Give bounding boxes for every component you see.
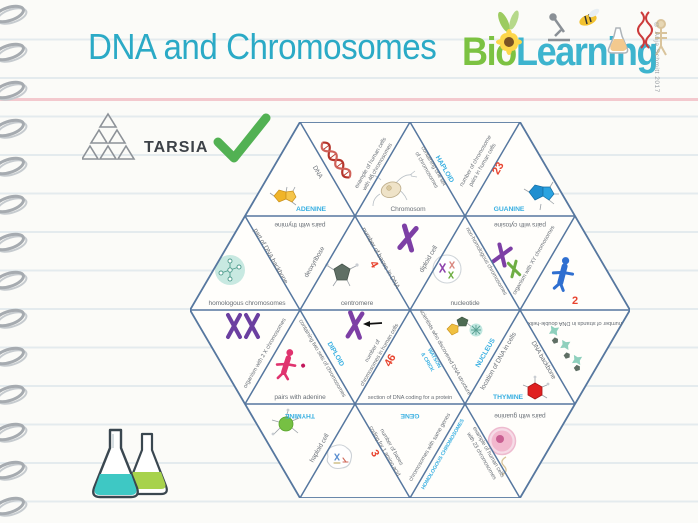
- tarsia-logo-icon: [80, 112, 136, 160]
- copyright-text: © Anja Schmitt 2017: [653, 22, 660, 93]
- tarsia-puzzle: DNA ADENINE example of human cells with …: [190, 122, 630, 498]
- checkmark-icon: [213, 113, 271, 163]
- label-u3b-bottom: section of DNA coding for a protein: [368, 395, 452, 401]
- female-figure-icon: [275, 349, 306, 381]
- biolearning-logo: BioLearning: [462, 30, 659, 75]
- label-u3b-left: 46: [382, 352, 398, 368]
- label-d2a-top: pairs with thymine: [274, 221, 325, 228]
- label-u2b-bottom: centromere: [341, 300, 374, 307]
- diploid-cell-icon: [432, 254, 462, 284]
- guanine-molecule-icon: [523, 181, 559, 211]
- dna-backbone-chain-icon: [548, 325, 583, 372]
- label-d4b-top: GENE: [400, 412, 419, 419]
- red-base-molecule-icon: [522, 375, 550, 400]
- label-u2d-bottom: 2: [572, 295, 578, 307]
- centromere-arrow-icon: [345, 310, 383, 340]
- dna-helix-icon: [320, 141, 352, 179]
- haploid-cell-icon: [326, 444, 353, 470]
- label-d2c-top: pairs with cytosine: [494, 221, 546, 228]
- page-title: DNA and Chromosomes: [88, 26, 437, 67]
- adenine-molecule-icon: [269, 186, 297, 206]
- label-u4a-right: 3: [368, 448, 381, 459]
- label-u1a-bottom: ADENINE: [296, 206, 326, 213]
- logo-learning-text: Learning: [515, 30, 659, 74]
- nucleotide-icon: [446, 316, 483, 337]
- label-u2c-bottom: nucleotide: [450, 300, 479, 307]
- phosphate-group-icon: [215, 255, 245, 285]
- logo-bio-text: Bio: [462, 30, 517, 74]
- chromosome-icon: [397, 223, 419, 253]
- label-u2a-bottom: homologous chromosomes: [209, 300, 287, 307]
- puzzle-grid-lines: [190, 122, 630, 498]
- label-d4a-top: THYMINE: [284, 412, 314, 419]
- pink-rule-line: [0, 98, 698, 101]
- spiral-binding: [0, 4, 28, 517]
- non-homologous-chromosomes-icon: [491, 242, 522, 279]
- male-figure-icon: [551, 257, 575, 292]
- label-u1b-bottom: Chromosom: [390, 206, 426, 213]
- neuron-cell-icon: [369, 170, 418, 207]
- deoxyribose-icon: [325, 263, 359, 287]
- label-d4c-top: pairs with guanine: [494, 412, 546, 419]
- green-flask-icon: [126, 432, 168, 496]
- label-d3d-top: number of strands in DNA double-helix: [528, 320, 622, 326]
- label-u1c-left: 23: [490, 160, 506, 176]
- flasks-illustration: [92, 428, 168, 499]
- tarsia-label: TARSIA: [144, 139, 208, 156]
- label-u3c-bottom: THYMINE: [493, 394, 523, 401]
- green-base-molecule-icon: [271, 408, 300, 436]
- teal-flask-icon: [92, 428, 139, 499]
- label-u1c-bottom: GUANINE: [494, 206, 525, 213]
- tarsia-header: TARSIA: [80, 110, 332, 175]
- label-u3a-bottom: pairs with adenine: [274, 394, 326, 401]
- egg-cell-icon: [487, 426, 517, 476]
- xx-chromosomes-icon: [226, 313, 260, 339]
